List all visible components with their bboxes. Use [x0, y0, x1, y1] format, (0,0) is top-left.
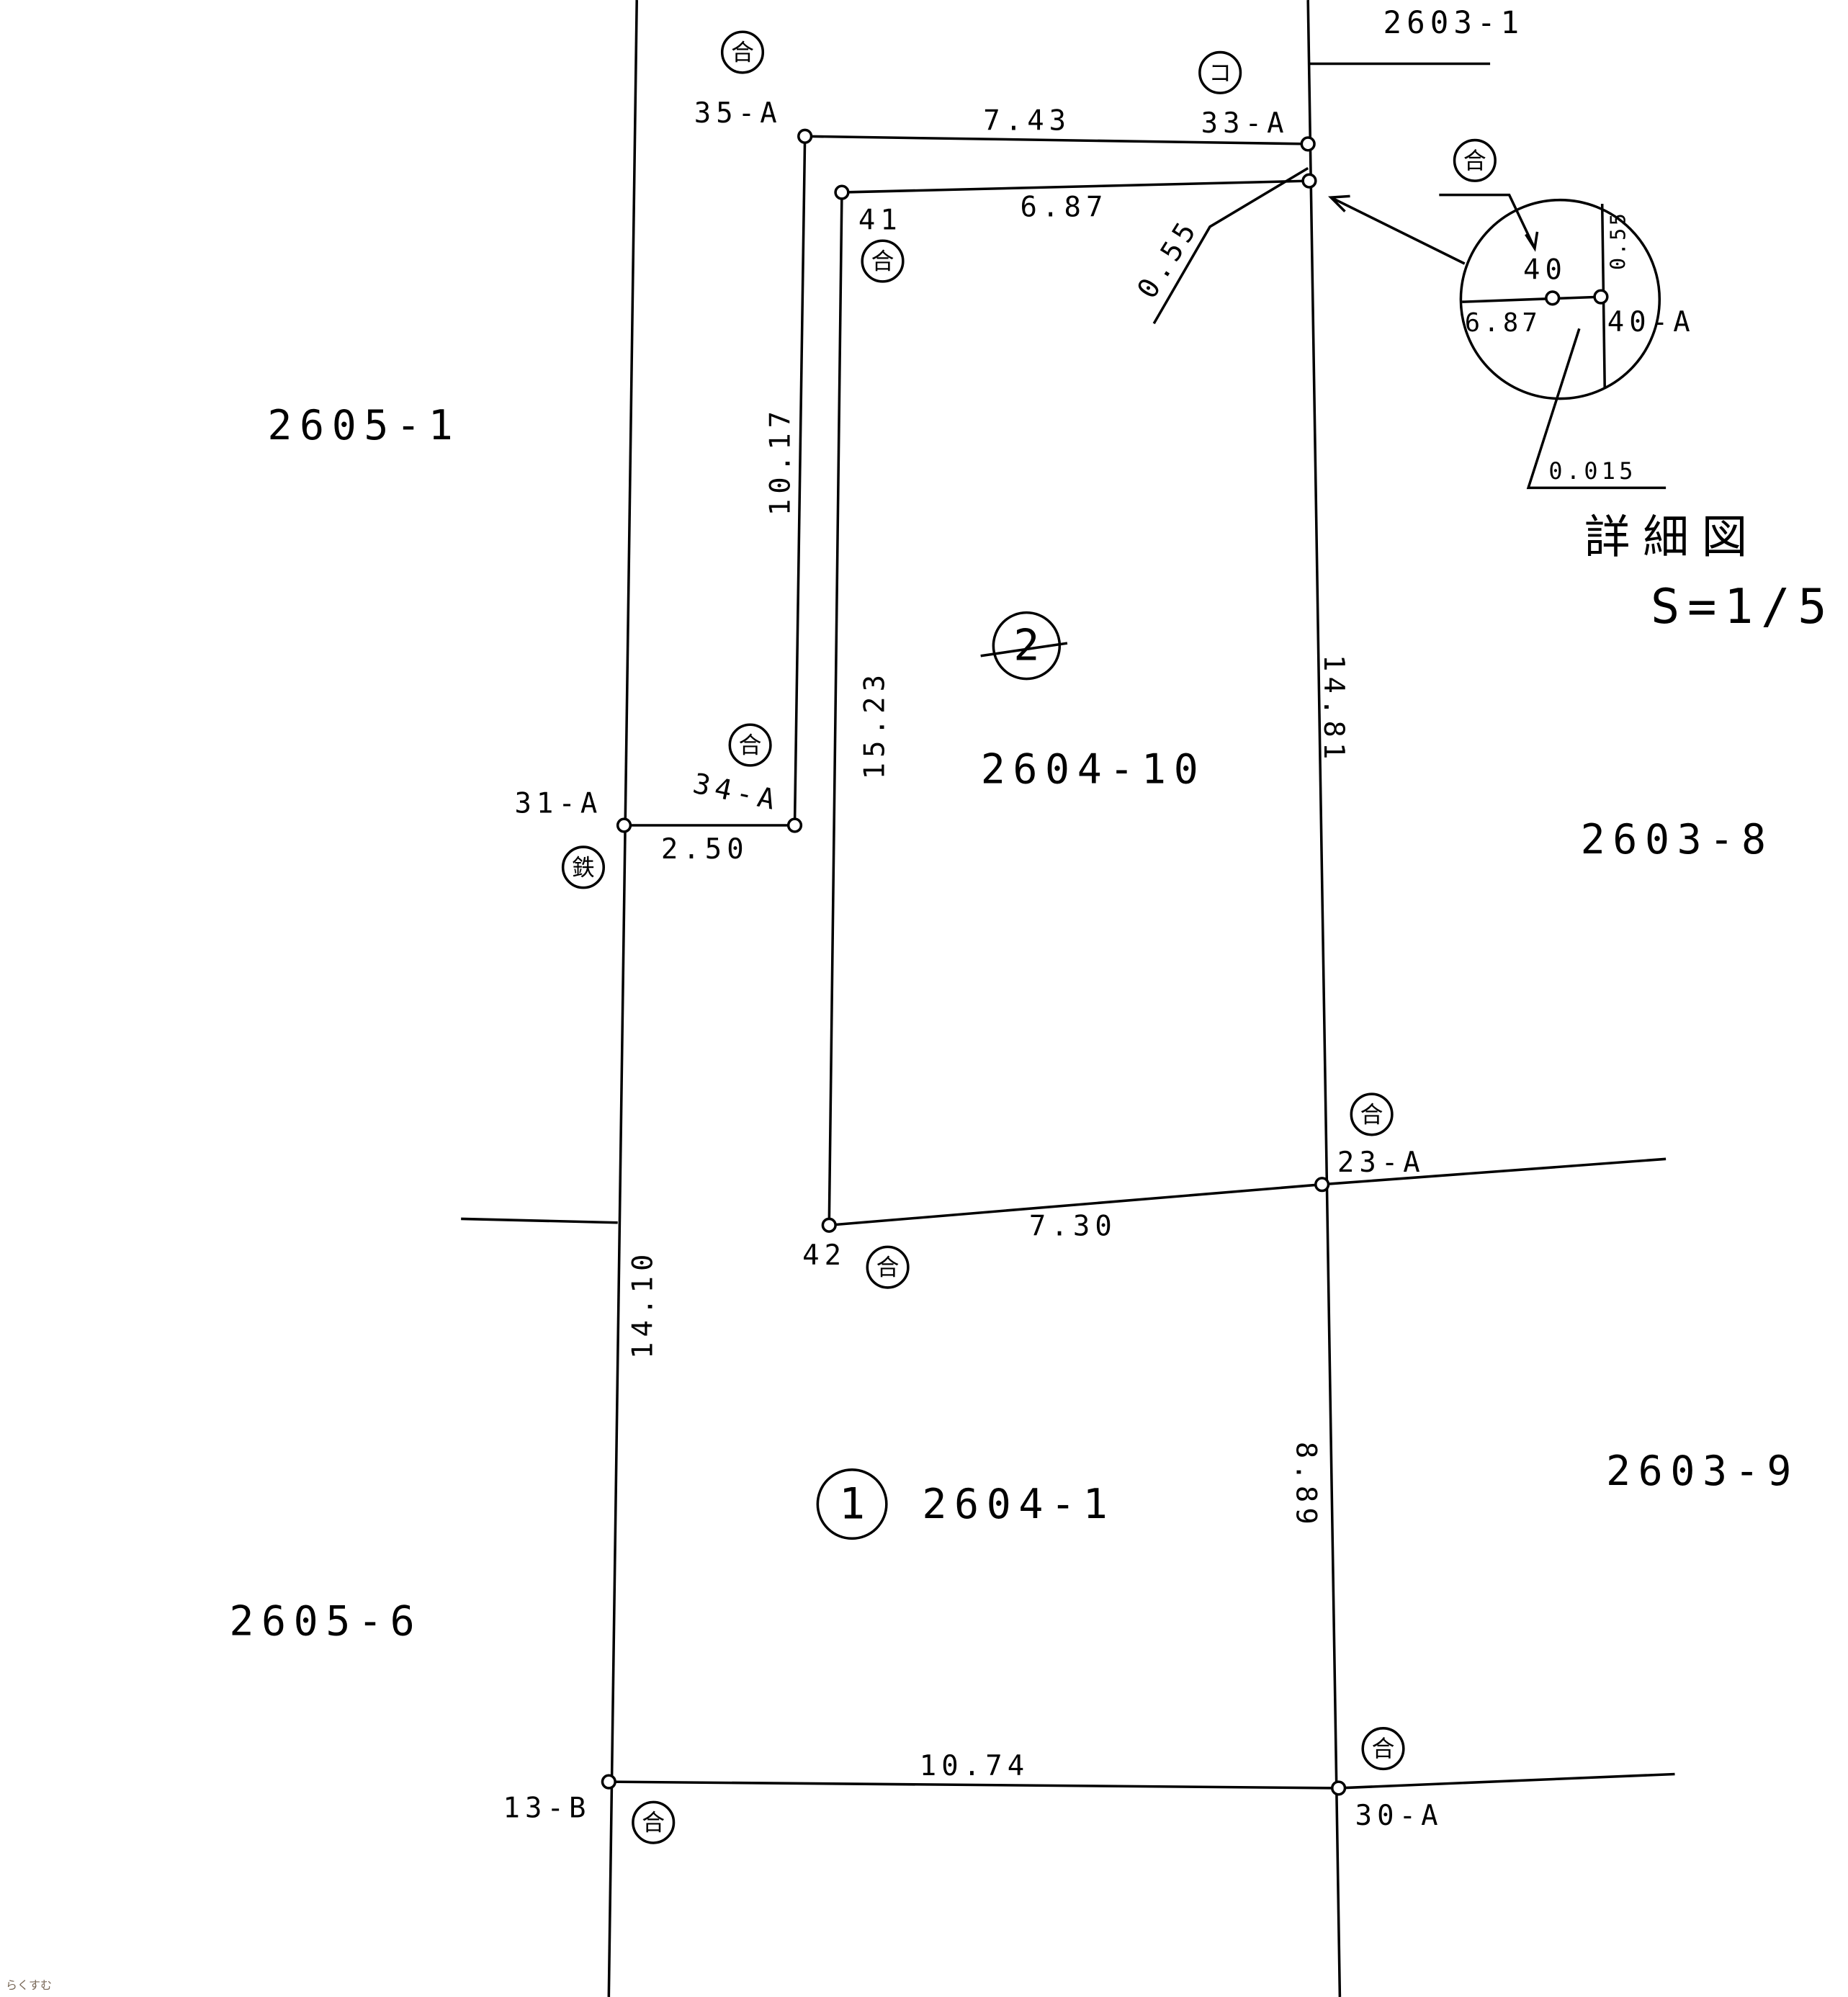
line-west-2605 [461, 1217, 618, 1224]
dist-743: 7.43 [983, 104, 1071, 137]
marker-go-icon: 合 [1350, 1092, 1394, 1136]
parcel-2604-10: 2604-10 [981, 746, 1206, 794]
line-13B-30A [609, 1780, 1339, 1790]
watermark-logo: らくすむ [6, 1978, 53, 1992]
detail-dist-687: 6.87 [1465, 308, 1541, 338]
detail-title: 詳細図 [1584, 511, 1760, 565]
svg-text:合: 合 [642, 1809, 665, 1836]
svg-text:合: 合 [1372, 1735, 1395, 1762]
parcel-marker-2: 2 [980, 611, 1068, 681]
dist-1017: 10.17 [764, 406, 797, 516]
svg-text:2: 2 [1013, 621, 1039, 671]
line-30A-east [1338, 1772, 1675, 1790]
svg-text:合: 合 [871, 248, 894, 275]
detail-point-40A: 40-A [1607, 306, 1695, 338]
parcel-2603-1: 2603-1 [1383, 6, 1525, 41]
svg-text:合: 合 [731, 39, 754, 66]
marker-ko-icon: コ [1198, 50, 1242, 94]
line-41-40 [841, 179, 1309, 194]
dist-055: 0.55 [1131, 212, 1206, 304]
line-41-42 [827, 192, 843, 1226]
left-boundary-line [607, 0, 638, 1997]
dist-1410: 14.10 [627, 1249, 659, 1359]
label-13B: 13-B [503, 1792, 591, 1825]
marker-go-icon: 合 [1453, 138, 1497, 182]
dist-1074: 10.74 [920, 1750, 1029, 1782]
parcel-2603-8: 2603-8 [1581, 816, 1774, 863]
line-42-23A [829, 1183, 1322, 1227]
label-23A: 23-A [1337, 1146, 1425, 1179]
svg-text:合: 合 [1463, 147, 1486, 174]
marker-go-icon: 合 [1361, 1727, 1405, 1771]
parcel-2605-1: 2605-1 [267, 402, 460, 449]
detail-arrow [1330, 196, 1466, 265]
dist-1481: 14.81 [1317, 655, 1350, 764]
dist-889: 8.89 [1289, 1442, 1322, 1530]
parcel-2605-6: 2605-6 [229, 1598, 422, 1646]
marker-go-icon: 合 [861, 239, 905, 283]
label-35A: 35-A [694, 97, 782, 130]
detail-scale: S=1/5 [1651, 578, 1834, 634]
dist-1523: 15.23 [858, 670, 891, 779]
svg-text:コ: コ [1208, 59, 1232, 86]
dist-250: 2.50 [661, 833, 749, 866]
label-31A: 31-A [514, 787, 602, 820]
detail-point-40: 40 [1523, 253, 1567, 286]
detail-dist-055: 0.55 [1607, 211, 1631, 270]
label-34A: 34-A [690, 768, 783, 817]
svg-text:合: 合 [876, 1254, 900, 1281]
arrow-head [1328, 194, 1350, 212]
label-30A: 30-A [1355, 1800, 1443, 1832]
survey-points [601, 128, 1347, 1796]
detail-dist-0015: 0.015 [1548, 457, 1636, 485]
svg-text:鉄: 鉄 [572, 853, 595, 881]
marker-go-icon: 合 [866, 1245, 910, 1289]
svg-text:合: 合 [739, 732, 762, 759]
parcel-marker-1: 1 [816, 1468, 888, 1540]
leader-055 [1152, 166, 1309, 325]
parcel-2604-1: 2604-1 [922, 1481, 1115, 1528]
detail-view: 40 40-A 6.87 0.55 0.015 詳細図 S=1/5 [1439, 193, 1834, 634]
label-33A: 33-A [1201, 107, 1289, 140]
line-35A-34A [793, 136, 807, 826]
svg-text:1: 1 [839, 1479, 865, 1530]
svg-text:合: 合 [1360, 1100, 1383, 1128]
dist-687: 6.87 [1021, 192, 1108, 224]
right-boundary-line [1306, 0, 1342, 1997]
marker-go-icon: 合 [728, 723, 772, 767]
dist-730: 7.30 [1029, 1210, 1117, 1242]
parcel-2603-9: 2603-9 [1606, 1448, 1799, 1495]
label-41: 41 [858, 204, 902, 236]
marker-go-icon: 合 [632, 1800, 676, 1844]
line-23A-east [1322, 1157, 1667, 1186]
label-42: 42 [802, 1239, 846, 1272]
marker-tetsu-icon: 鉄 [561, 845, 606, 889]
line-35A-33A [804, 135, 1309, 145]
marker-go-icon: 合 [720, 30, 765, 74]
